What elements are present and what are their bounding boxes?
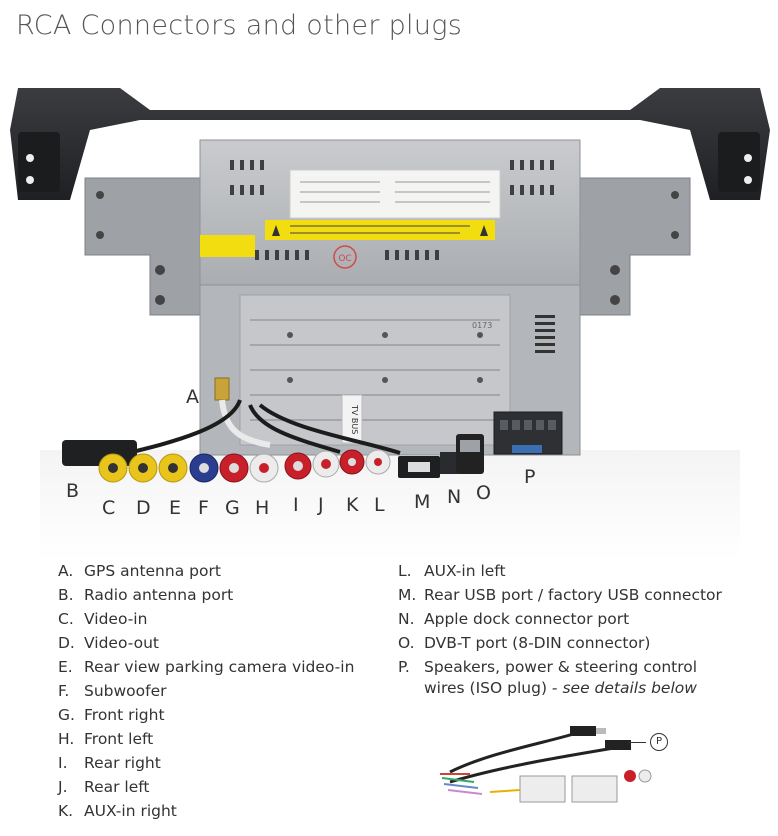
unit-code: 0173 [472, 321, 492, 330]
see-details-link: see details below [562, 679, 697, 697]
legend-item: P. Speakers, power & steering control wir… [398, 655, 724, 703]
callout-b: B [66, 480, 80, 502]
legend-key: B. [58, 586, 74, 604]
oc-stamp: OC [338, 254, 351, 264]
legend-key: G. [58, 706, 75, 724]
callout-n: N [447, 486, 462, 508]
callout-h: H [255, 497, 270, 519]
legend-key: C. [58, 610, 74, 628]
callout-a: A [186, 386, 199, 408]
legend-item: G. Front right [58, 703, 354, 727]
p-leader-line [628, 742, 646, 743]
radio-unit-photo: OC 0173 TV BUS [10, 88, 770, 560]
legend-text: Radio antenna port [84, 586, 234, 604]
legend-text: Subwoofer [84, 682, 167, 700]
callout-p: P [524, 466, 536, 488]
legend-text: DVB-T port (8-DIN connector) [424, 634, 651, 652]
legend-key: F. [58, 682, 70, 700]
legend-text: Speakers, power & steering control wires… [424, 658, 698, 697]
legend-item: J. Rear left [58, 775, 354, 799]
callout-l: L [374, 494, 385, 516]
callout-j: J [318, 494, 324, 516]
legend-left: A.GPS antenna port B.Radio antenna port … [58, 559, 354, 823]
legend-key: L. [398, 562, 412, 580]
callout-d: D [136, 497, 151, 519]
callout-g: G [225, 497, 240, 519]
legend-text: Video-out [84, 634, 159, 652]
callout-f: F [198, 497, 209, 519]
rca-plug-row [98, 449, 391, 483]
callout-k: K [346, 494, 359, 516]
legend-text: Apple dock connector port [424, 610, 630, 628]
legend-key: A. [58, 562, 74, 580]
legend-right: L. AUX-in left M. Rear USB port / factory … [398, 559, 724, 703]
legend-item: F. Subwoofer [58, 679, 354, 703]
left-bracket [84, 177, 201, 316]
callout-m: M [414, 491, 431, 513]
gps-antenna-connector [214, 377, 230, 401]
callout-i: I [293, 494, 299, 516]
apple-dock-connector [440, 452, 458, 474]
legend-item: C. Video-in [58, 607, 354, 631]
legend-key: K. [58, 802, 74, 820]
legend-item: E. Rear view parking camera video-in [58, 655, 354, 679]
legend-text: AUX-in left [424, 562, 506, 580]
legend-key: D. [58, 634, 75, 652]
legend-item: N. Apple dock connector port [398, 607, 724, 631]
legend-key: J. [58, 778, 68, 796]
legend-key: O. [398, 634, 415, 652]
legend-item: K. AUX-in right [58, 799, 354, 823]
legend-item: M. Rear USB port / factory USB connector [398, 583, 724, 607]
callout-o: O [476, 482, 491, 504]
legend-item: D. Video-out [58, 631, 354, 655]
legend-key: M. [398, 586, 417, 604]
legend-item: O. DVB-T port (8-DIN connector) [398, 631, 724, 655]
legend-item: I. Rear right [58, 751, 354, 775]
legend-text: Video-in [84, 610, 148, 628]
legend-item: L. AUX-in left [398, 559, 724, 583]
legend-text: GPS antenna port [84, 562, 221, 580]
legend-key: H. [58, 730, 75, 748]
legend-text: Front left [84, 730, 154, 748]
legend-text: Rear view parking camera video-in [84, 658, 355, 676]
legend-key: I. [58, 754, 68, 772]
callout-e: E [169, 497, 182, 519]
legend-key: E. [58, 658, 73, 676]
legend-text: AUX-in right [84, 802, 177, 820]
tv-bus-label: TV BUS [350, 404, 359, 434]
legend-text: Front right [84, 706, 165, 724]
legend-key: N. [398, 610, 415, 628]
p-badge: P [650, 733, 668, 751]
iso-harness-image [440, 726, 652, 803]
legend-text: Rear left [84, 778, 150, 796]
callout-c: C [102, 497, 116, 519]
legend-item: B. Radio antenna port [58, 583, 354, 607]
front-frame [10, 88, 770, 200]
legend-text: Rear right [84, 754, 161, 772]
page-title: RCA Connectors and other plugs [16, 10, 463, 41]
legend-item: H. Front left [58, 727, 354, 751]
legend-text: Rear USB port / factory USB connector [424, 586, 722, 604]
legend-item: A. GPS antenna port [58, 559, 354, 583]
legend-key: P. [398, 658, 410, 676]
